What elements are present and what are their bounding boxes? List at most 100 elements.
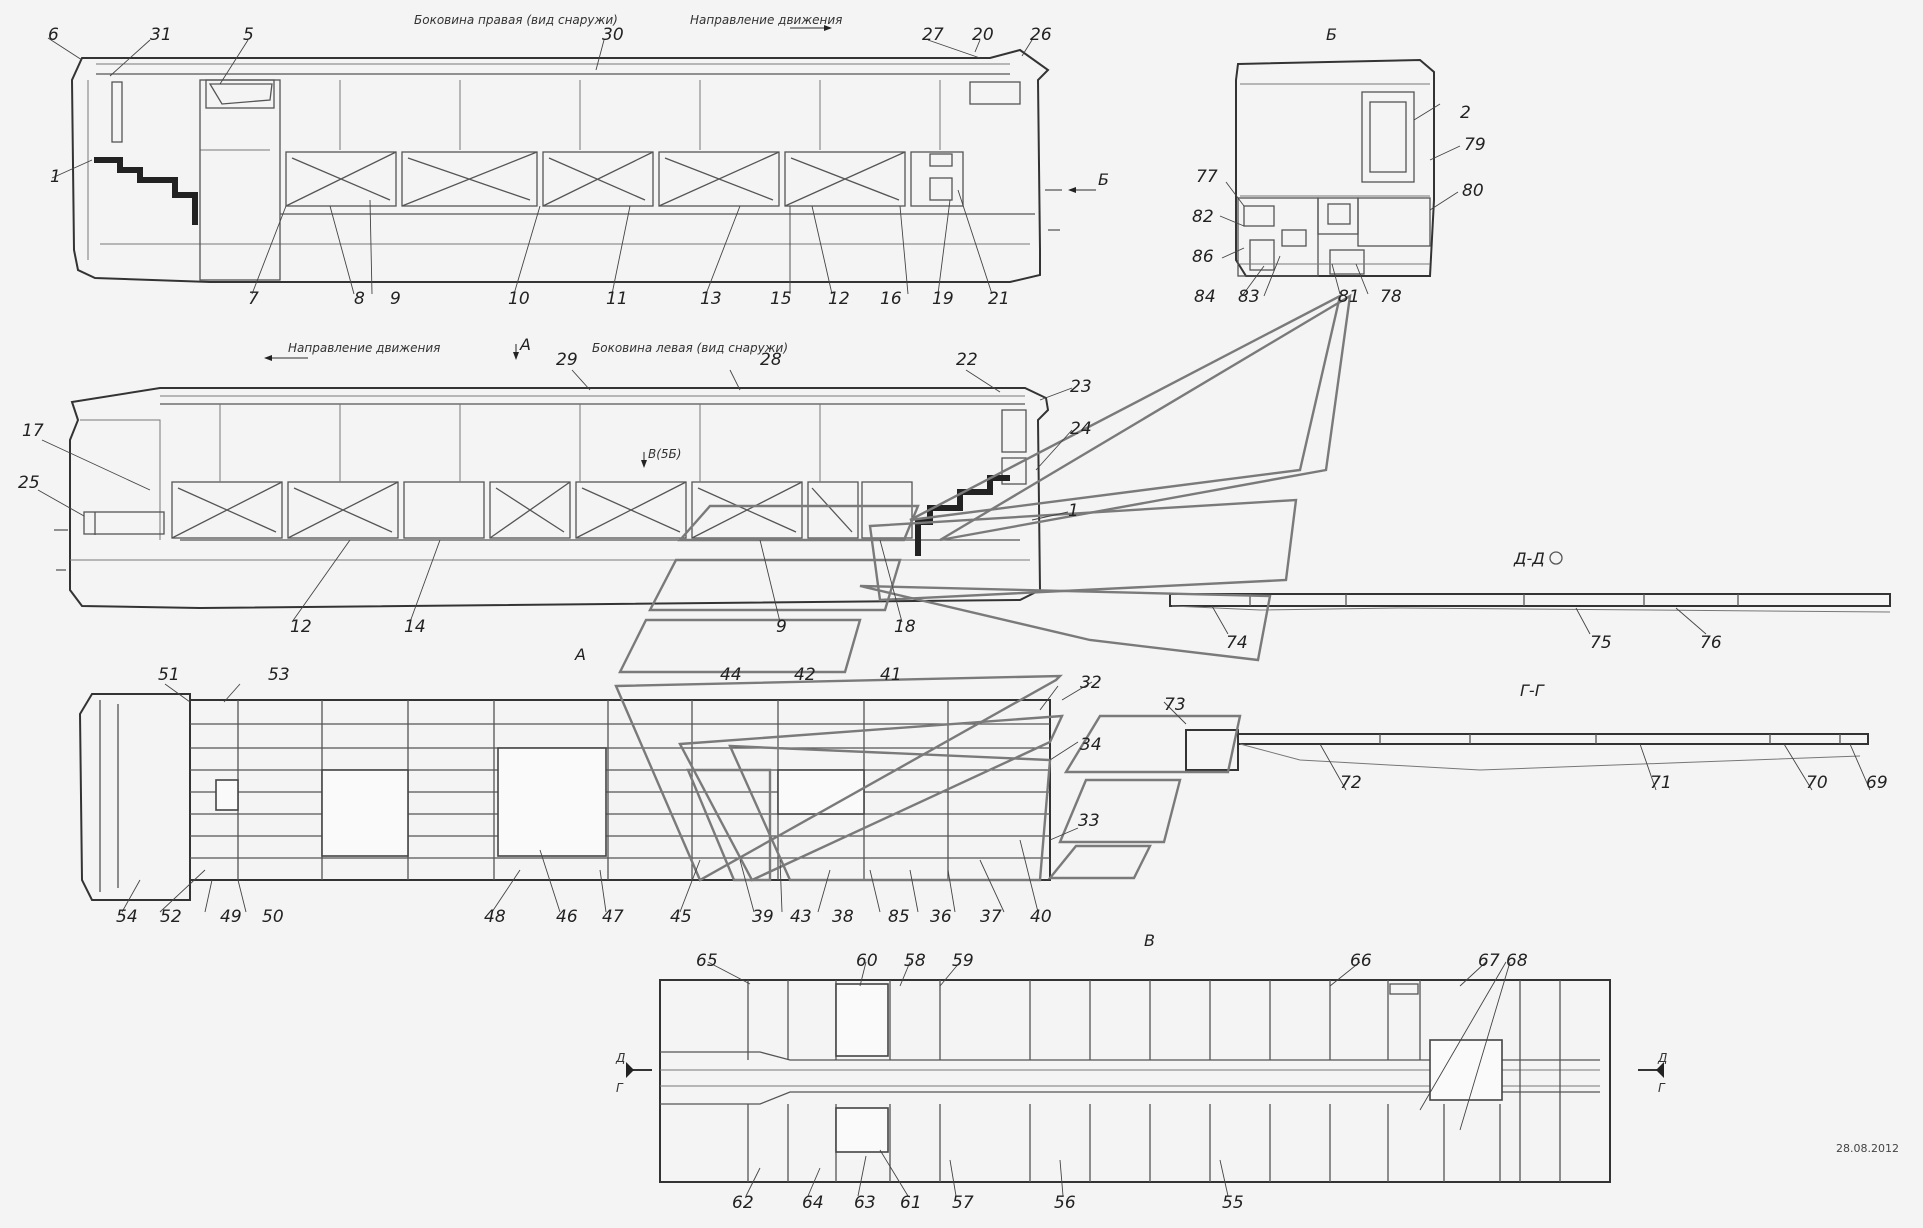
section-dd xyxy=(1169,593,1891,613)
view-titles: Боковина правая (вид снаружи) Направлени… xyxy=(288,13,1899,1155)
right-section-mark: Б xyxy=(1098,170,1109,189)
callout: 58 xyxy=(904,951,926,971)
direction-arrows xyxy=(264,25,1563,565)
callout: 67 xyxy=(1478,951,1500,971)
callout: 59 xyxy=(952,951,974,971)
callout: 25 xyxy=(18,473,40,493)
callout: 37 xyxy=(980,907,1002,927)
callout: 6 xyxy=(48,25,59,45)
callouts-sections: 74 75 76 72 71 70 69 xyxy=(1226,633,1888,793)
callout: 50 xyxy=(262,907,284,927)
callout: 13 xyxy=(700,289,722,309)
section-dd-title: Д-Д xyxy=(1513,549,1545,568)
section-gg xyxy=(1185,729,1869,771)
callout: 54 xyxy=(116,907,138,927)
left-side-direction: Направление движения xyxy=(288,341,440,355)
callout: 18 xyxy=(894,617,916,637)
callout: 20 xyxy=(972,25,994,45)
callout: 64 xyxy=(802,1193,824,1213)
callout: 14 xyxy=(404,617,426,637)
callout: 57 xyxy=(952,1193,974,1213)
callout: 65 xyxy=(696,951,718,971)
callout: 78 xyxy=(1380,287,1402,307)
callout: 9 xyxy=(776,617,787,637)
right-side-direction: Направление движения xyxy=(690,13,842,27)
callout: 31 xyxy=(150,25,172,45)
callout: 22 xyxy=(956,350,978,370)
callout: 32 xyxy=(1080,673,1102,693)
callout: 26 xyxy=(1030,25,1052,45)
floor-section-d-left: Д xyxy=(615,1051,625,1065)
callout: 24 xyxy=(1070,419,1092,439)
callouts-rear: 2 79 80 77 82 86 84 83 81 78 xyxy=(1192,103,1486,307)
callout: 9 xyxy=(390,289,401,309)
callout: 46 xyxy=(556,907,578,927)
right-truss-panels xyxy=(285,151,964,207)
callout: 11 xyxy=(606,289,628,309)
callout: 77 xyxy=(1196,167,1218,187)
callout: 19 xyxy=(932,289,954,309)
callout: 27 xyxy=(922,25,944,45)
callout: 70 xyxy=(1806,773,1828,793)
callout: 2 xyxy=(1460,103,1471,123)
callout: 44 xyxy=(720,665,742,685)
callout: 41 xyxy=(880,665,902,685)
callout: 61 xyxy=(900,1193,922,1213)
left-view-mark: А xyxy=(519,335,531,354)
left-side-title: Боковина левая (вид снаружи) xyxy=(592,341,788,355)
floor-section-d-right: Д xyxy=(1657,1051,1667,1065)
callout: 79 xyxy=(1464,135,1486,155)
callout: 5 xyxy=(243,25,254,45)
callouts-right: 6 31 5 30 27 20 26 1 7 8 9 10 11 13 15 1… xyxy=(48,25,1052,309)
callout: 68 xyxy=(1506,951,1528,971)
callout: 51 xyxy=(158,665,180,685)
callout: 56 xyxy=(1054,1193,1076,1213)
bottom-view-title: А xyxy=(574,645,586,664)
callout: 40 xyxy=(1030,907,1052,927)
callout: 1 xyxy=(1068,501,1079,521)
callout: 47 xyxy=(602,907,624,927)
callouts-left: 29 28 22 23 24 17 25 1 12 14 9 18 xyxy=(18,350,1092,637)
callouts-bottom: 51 53 44 42 41 32 34 33 54 52 49 50 48 4… xyxy=(116,665,1186,927)
floor-view-v xyxy=(626,979,1664,1183)
callout: 66 xyxy=(1350,951,1372,971)
floor-section-g-left: Г xyxy=(616,1081,624,1095)
rear-view-title: Б xyxy=(1326,25,1337,44)
callout: 69 xyxy=(1866,773,1888,793)
callout: 12 xyxy=(290,617,312,637)
bottom-grid xyxy=(190,700,1050,880)
callout: 16 xyxy=(880,289,902,309)
callout: 1 xyxy=(50,167,61,187)
callouts-floor: 65 60 58 59 66 67 68 62 64 63 61 57 56 5… xyxy=(696,951,1528,1213)
rear-view-b xyxy=(1235,58,1435,277)
callout: 73 xyxy=(1164,695,1186,715)
callout: 33 xyxy=(1078,811,1100,831)
callout: 53 xyxy=(268,665,290,685)
callout: 63 xyxy=(854,1193,876,1213)
callout: 71 xyxy=(1650,773,1672,793)
callout: 83 xyxy=(1238,287,1260,307)
callout: 49 xyxy=(220,907,242,927)
callout: 48 xyxy=(484,907,506,927)
right-side-view xyxy=(70,48,1062,283)
callout: 7 xyxy=(248,289,259,309)
left-detail-mark: В(5Б) xyxy=(648,447,681,461)
callout: 34 xyxy=(1080,735,1102,755)
sheet-date: 28.08.2012 xyxy=(1836,1142,1899,1155)
callout: 74 xyxy=(1226,633,1248,653)
left-side-view xyxy=(54,387,1050,610)
right-side-title: Боковина правая (вид снаружи) xyxy=(414,13,618,27)
callout: 86 xyxy=(1192,247,1214,267)
left-truss-panels xyxy=(171,481,913,539)
callout: 42 xyxy=(794,665,816,685)
callout: 29 xyxy=(556,350,578,370)
callout: 28 xyxy=(760,350,782,370)
callout: 45 xyxy=(670,907,692,927)
callout: 76 xyxy=(1700,633,1722,653)
callout: 30 xyxy=(602,25,624,45)
callout-frames xyxy=(614,293,1352,882)
callout: 12 xyxy=(828,289,850,309)
callout: 23 xyxy=(1070,377,1092,397)
callout: 82 xyxy=(1192,207,1214,227)
